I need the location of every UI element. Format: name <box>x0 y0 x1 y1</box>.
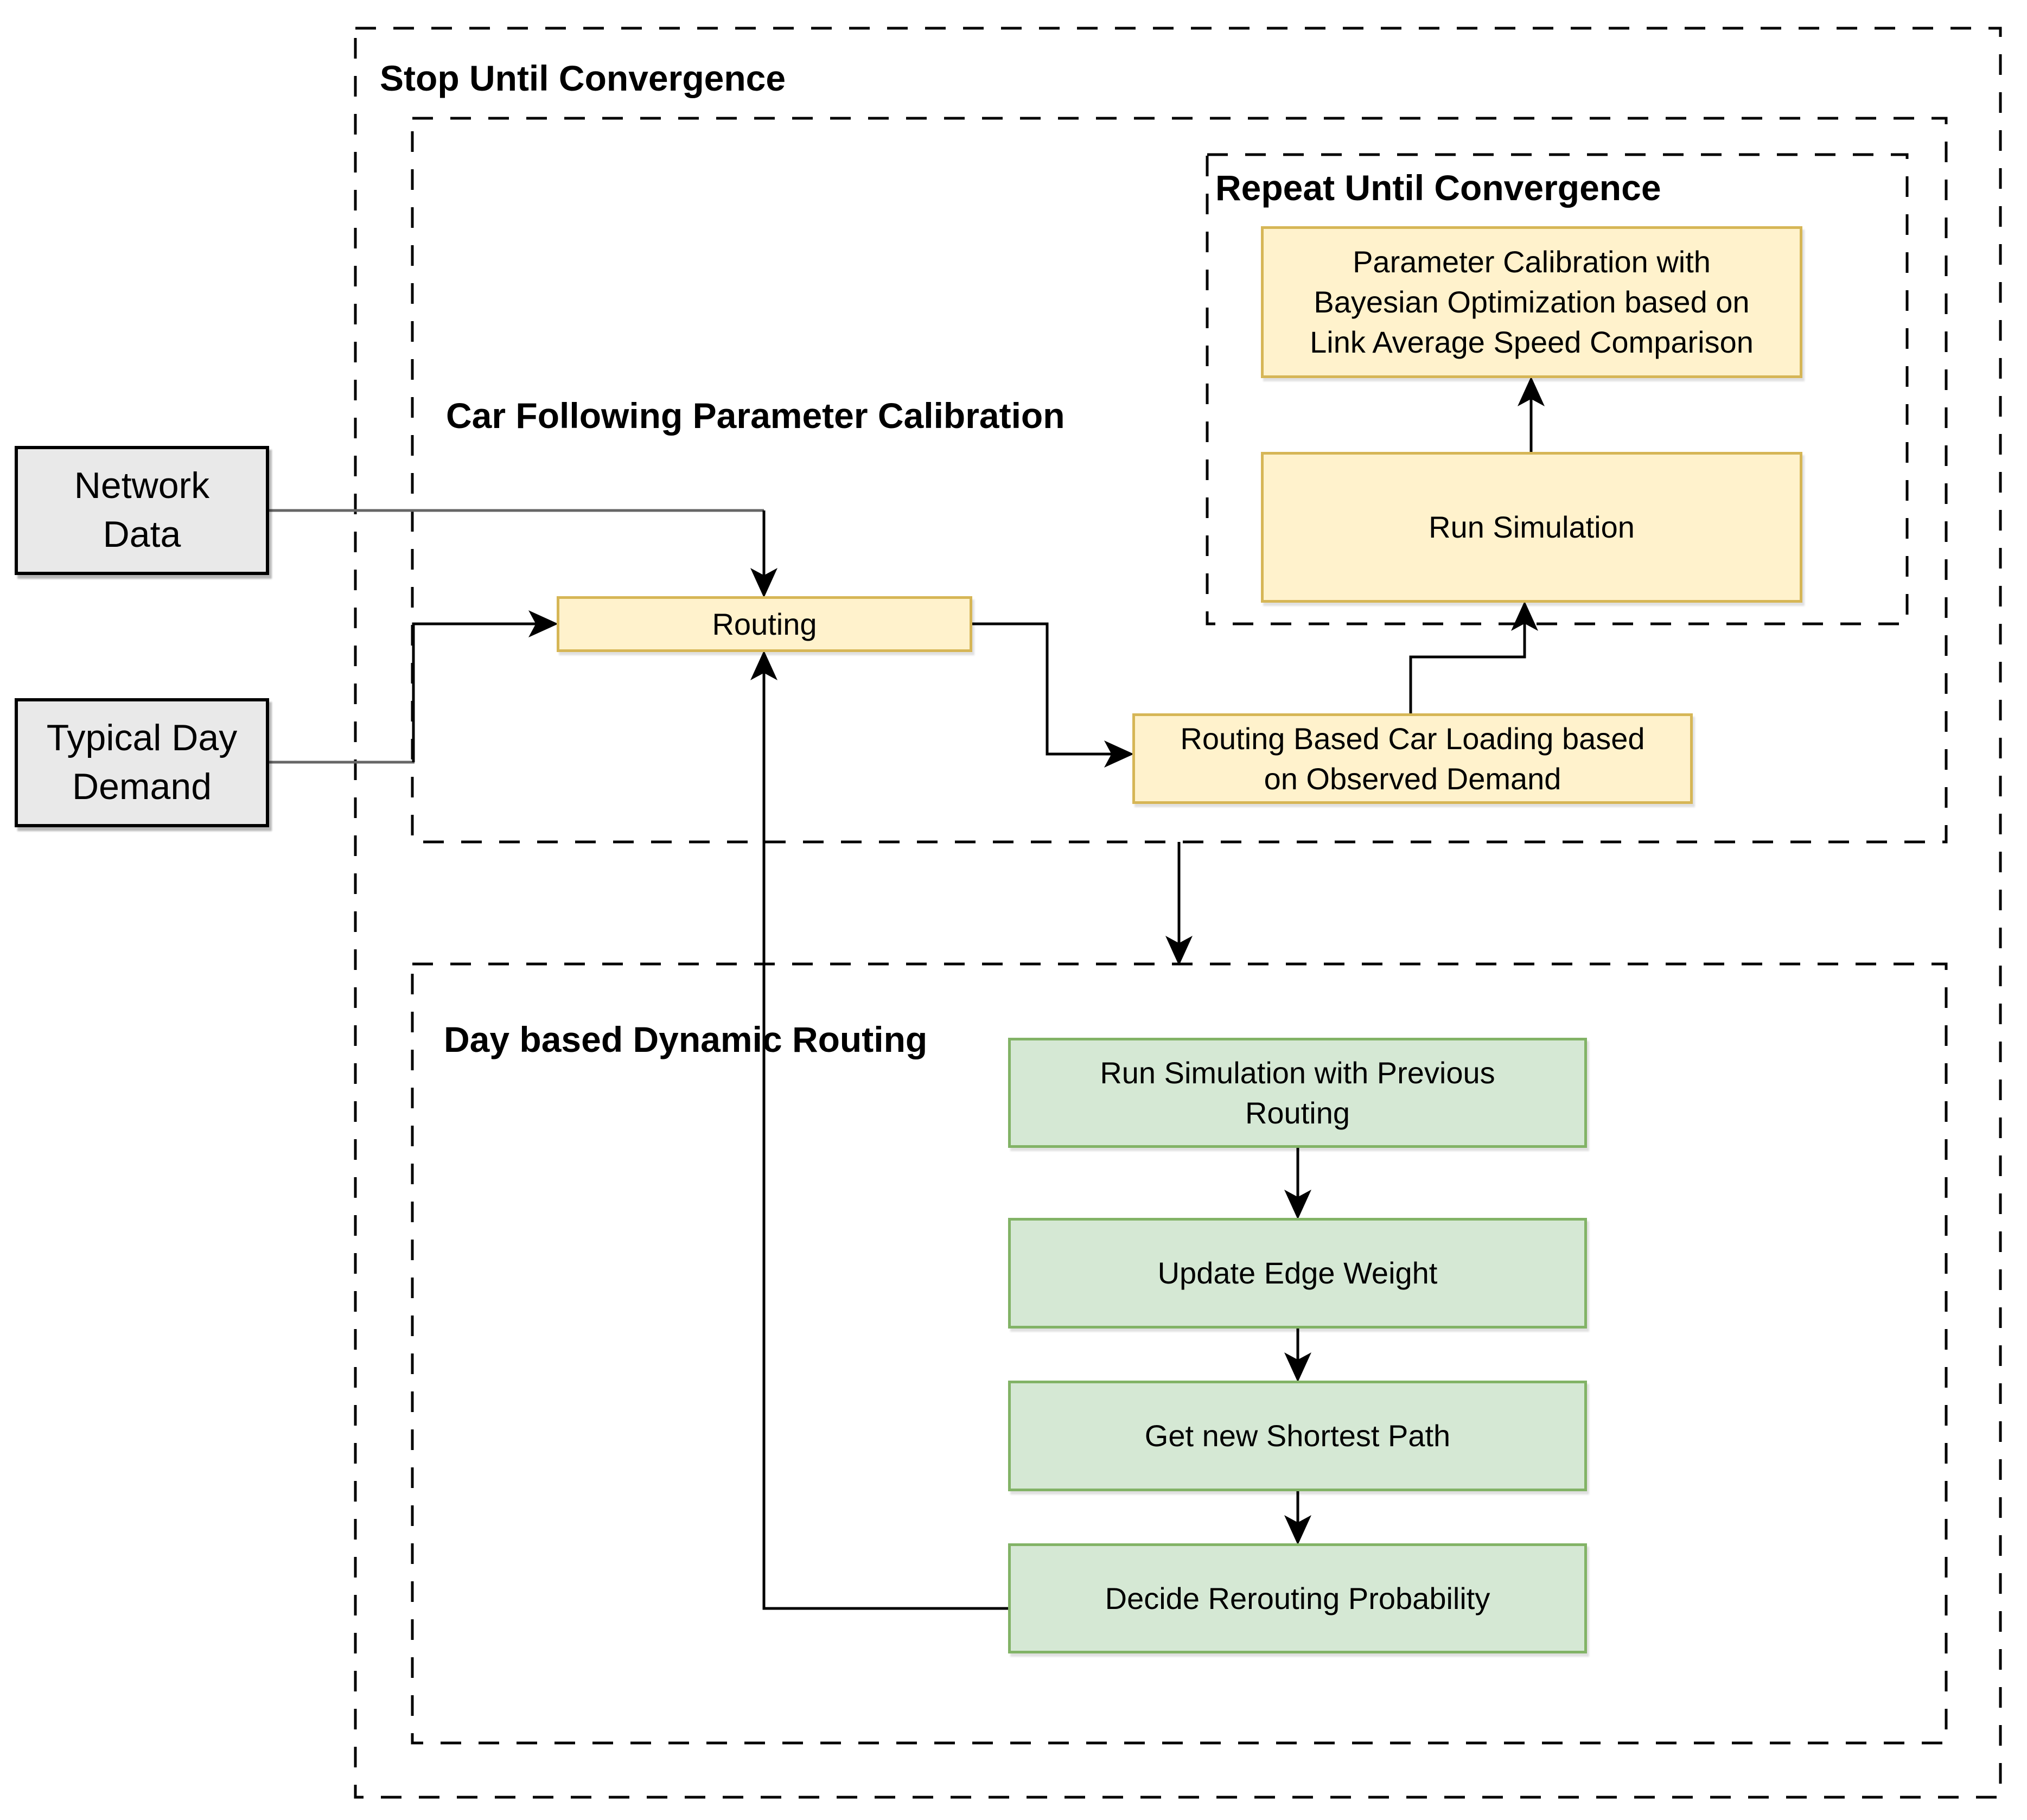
node-network-data-label: Network Data <box>74 465 210 555</box>
node-routing-based-car-loading: Routing Based Car Loading based on Obser… <box>1132 713 1693 804</box>
section-title-car-following-parameter-calibration: Car Following Parameter Calibration <box>446 395 1065 436</box>
node-network-data: Network Data <box>15 446 269 575</box>
node-get-new-shortest-path: Get new Shortest Path <box>1008 1381 1587 1491</box>
node-routing-based-car-loading-label: Routing Based Car Loading based on Obser… <box>1180 721 1645 796</box>
node-get-new-shortest-path-label: Get new Shortest Path <box>1144 1419 1451 1453</box>
node-run-simulation-with-previous-routing-label: Run Simulation with Previous Routing <box>1100 1055 1495 1130</box>
node-routing: Routing <box>557 596 972 652</box>
node-routing-label: Routing <box>712 606 817 641</box>
node-decide-rerouting-probability: Decide Rerouting Probability <box>1008 1543 1587 1653</box>
connector-typical-day-demand-to-routing <box>412 610 558 762</box>
group-box-car-following-calibration <box>411 117 1948 844</box>
node-run-simulation: Run Simulation <box>1261 452 1802 603</box>
group-box-stop-until-convergence <box>354 27 2002 1799</box>
node-parameter-calibration: Parameter Calibration with Bayesian Opti… <box>1261 226 1802 378</box>
group-box-repeat-until-convergence <box>1206 153 1909 625</box>
node-update-edge-weight-label: Update Edge Weight <box>1157 1256 1438 1291</box>
connector-routing-to-car-loading <box>972 622 1134 768</box>
connector-car-loading-to-run-simulation <box>1409 601 1538 713</box>
node-decide-rerouting-probability-label: Decide Rerouting Probability <box>1105 1581 1490 1615</box>
section-title-repeat-until-convergence: Repeat Until Convergence <box>1215 168 1661 208</box>
section-title-stop-until-convergence: Stop Until Convergence <box>380 58 786 98</box>
node-run-simulation-with-previous-routing: Run Simulation with Previous Routing <box>1008 1038 1587 1148</box>
connector-rerouting-feedback-to-routing <box>750 650 1008 1610</box>
section-title-day-based-dynamic-routing: Day based Dynamic Routing <box>444 1019 928 1059</box>
node-typical-day-demand-label: Typical Day Demand <box>46 717 238 807</box>
node-update-edge-weight: Update Edge Weight <box>1008 1218 1587 1329</box>
node-typical-day-demand: Typical Day Demand <box>15 698 269 827</box>
node-parameter-calibration-label: Parameter Calibration with Bayesian Opti… <box>1310 245 1754 359</box>
node-run-simulation-label: Run Simulation <box>1429 510 1635 545</box>
